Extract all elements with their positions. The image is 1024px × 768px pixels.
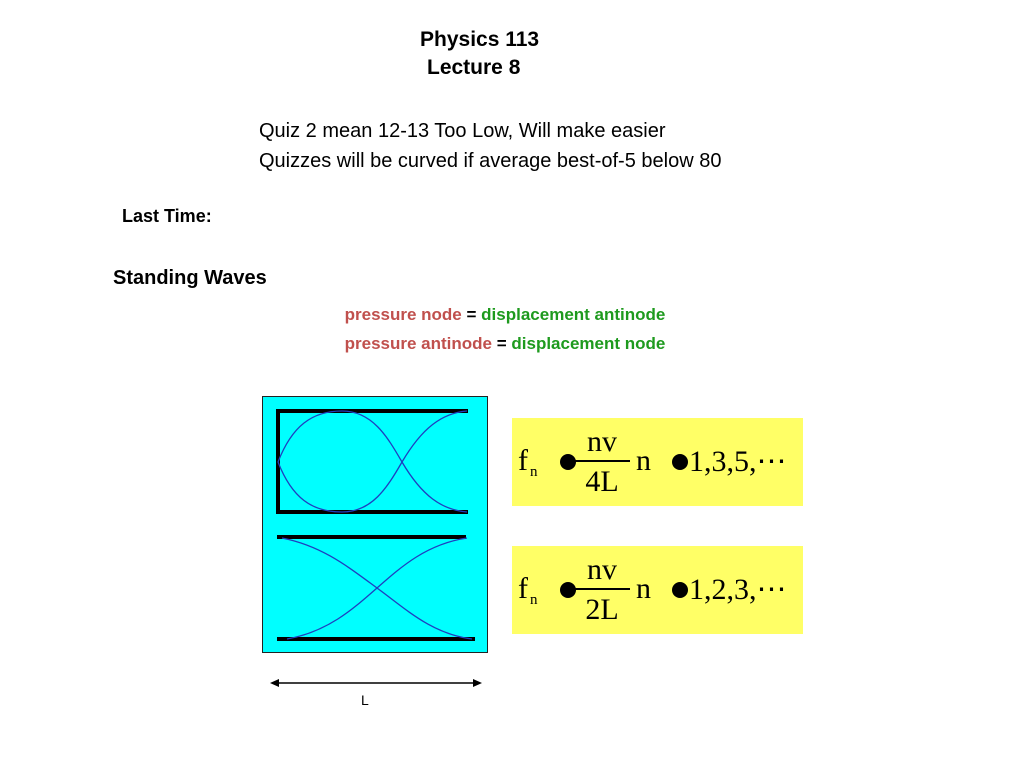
- definition-row: pressure node = displacement antinode: [300, 300, 710, 329]
- equals-dot-icon: [672, 454, 688, 470]
- index-variable: n: [636, 444, 651, 477]
- last-time-label: Last Time:: [122, 206, 212, 226]
- open-open-pipe: [277, 535, 475, 641]
- course-title: Physics 113: [420, 28, 540, 51]
- denominator: 4L: [585, 465, 619, 498]
- double-arrow-icon: [270, 679, 482, 687]
- standing-wave-diagram: [262, 396, 488, 653]
- slide-title: Physics 113 Lecture 8: [420, 26, 539, 82]
- length-indicator: [270, 676, 482, 690]
- fraction-bar: [574, 588, 630, 590]
- announcement-notes: Quiz 2 mean 12-13 Too Low, Will make eas…: [259, 116, 721, 176]
- allowed-values: 1,3,5,⋯: [689, 445, 787, 478]
- equals-sign: =: [496, 334, 507, 353]
- closed-open-pipe: [276, 409, 468, 514]
- equals-dot-icon: [560, 454, 576, 470]
- allowed-values: 1,2,3,⋯: [689, 573, 787, 606]
- definition-right: displacement antinode: [481, 305, 666, 324]
- denominator: 2L: [585, 593, 619, 626]
- node-definitions: pressure node = displacement antinode pr…: [300, 300, 710, 358]
- index-variable: n: [636, 572, 651, 605]
- equals-sign: =: [466, 305, 477, 324]
- note-line-quiz-mean: Quiz 2 mean 12-13 Too Low, Will make eas…: [259, 120, 666, 142]
- lecture-title: Lecture 8: [427, 56, 521, 79]
- fraction-bar: [574, 460, 630, 462]
- fraction: nv 4L: [574, 425, 630, 498]
- section-heading: Standing Waves: [113, 267, 267, 289]
- numerator: nv: [587, 553, 617, 586]
- definition-left: pressure antinode: [344, 334, 492, 353]
- note-line-curve: Quizzes will be curved if average best-o…: [259, 150, 722, 172]
- equals-dot-icon: [672, 582, 688, 598]
- equals-dot-icon: [560, 582, 576, 598]
- definition-row: pressure antinode = displacement node: [300, 329, 710, 358]
- definition-right: displacement node: [511, 334, 666, 353]
- definition-left: pressure node: [344, 305, 462, 324]
- pipe-modes-figure: [262, 396, 488, 653]
- length-label: L: [361, 692, 369, 708]
- numerator: nv: [587, 425, 617, 458]
- fraction: nv 2L: [574, 553, 630, 626]
